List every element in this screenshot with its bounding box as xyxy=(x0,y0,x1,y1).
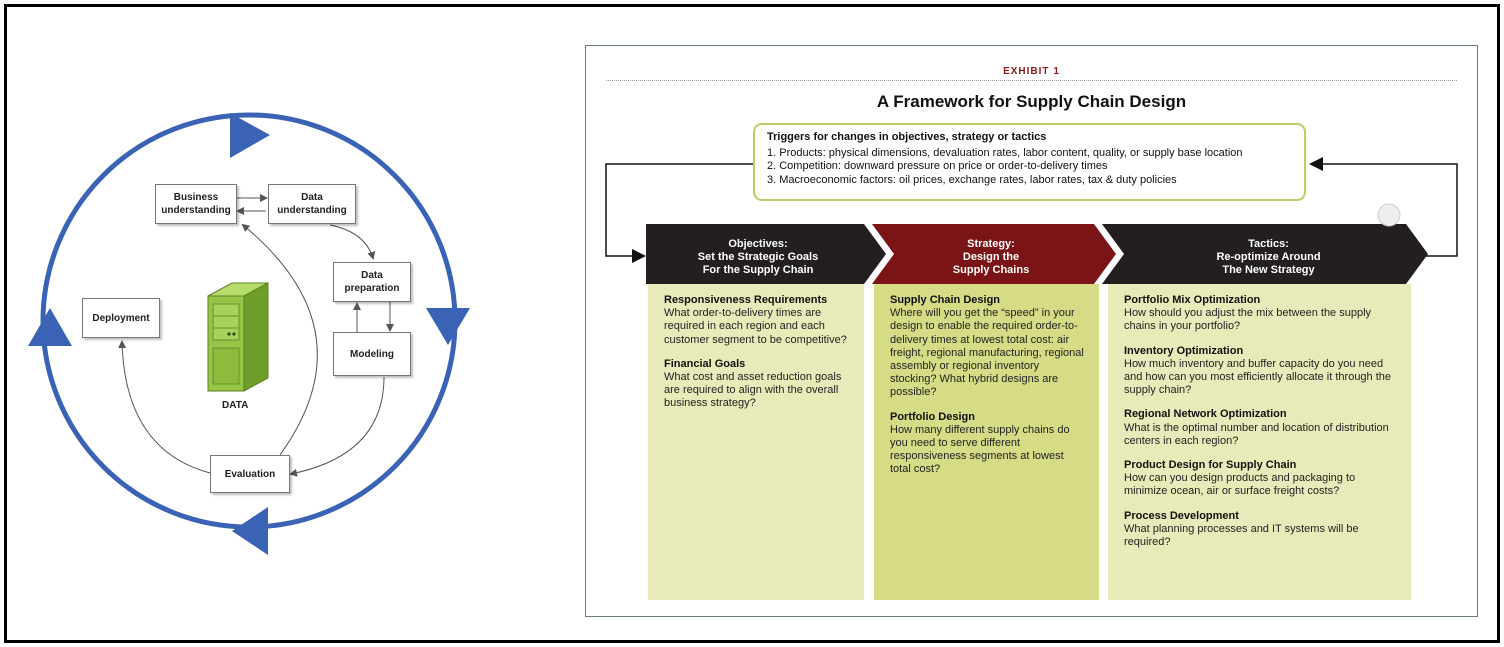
cycle-arrow-left xyxy=(28,308,72,346)
item-title: Portfolio Mix Optimization xyxy=(1124,294,1261,306)
crisp-dm-cycle-graphic xyxy=(28,112,470,555)
trigger-item: 2. Competition: downward pressure on pri… xyxy=(767,160,1108,172)
exhibit-divider xyxy=(606,80,1457,81)
tactics-header-line: The New Strategy xyxy=(1222,263,1315,276)
item-title: Responsiveness Requirements xyxy=(664,294,828,306)
column-item: Supply Chain Design Where will you get t… xyxy=(890,294,1087,400)
feedback-line-left xyxy=(605,163,753,257)
decorative-pearl xyxy=(1377,203,1401,227)
column-item: Portfolio Mix Optimization How should yo… xyxy=(1124,294,1399,334)
item-text: Where will you get the “speed” in your d… xyxy=(890,307,1084,399)
band-separator-2b xyxy=(1099,253,1123,285)
framework-graphic xyxy=(605,157,1458,285)
strategy-header-line: Supply Chains xyxy=(952,263,1030,276)
cycle-arrow-bottom xyxy=(232,507,268,555)
feedback-line-right xyxy=(1321,163,1458,257)
feedback-arrow-left xyxy=(632,249,646,263)
trigger-item: 3. Macroeconomic factors: oil prices, ex… xyxy=(767,173,1177,186)
band-separator-1b xyxy=(869,253,893,285)
item-text: What planning processes and IT systems w… xyxy=(1124,522,1359,549)
objectives-header-line: Objectives: xyxy=(728,237,788,250)
arrow-du-to-prep xyxy=(329,224,376,260)
objectives-band xyxy=(646,224,886,284)
objectives-column: Responsiveness Requirements What order-t… xyxy=(648,284,864,600)
column-item: Portfolio Design How many different supp… xyxy=(890,411,1087,477)
tactics-header: Tactics: Re-optimize Around The New Stra… xyxy=(1121,232,1416,282)
phase-data-understanding: Data understanding xyxy=(268,184,356,224)
exhibit-title: A Framework for Supply Chain Design xyxy=(876,92,1187,111)
cycle-arrow-right xyxy=(426,308,470,345)
arrow-evaluation-to-bu xyxy=(241,223,318,456)
item-title: Portfolio Design xyxy=(890,410,975,423)
item-title: Financial Goals xyxy=(664,357,746,370)
column-item: Product Design for Supply Chain How can … xyxy=(1124,459,1399,499)
phase-business-understanding: Business understanding xyxy=(155,184,237,224)
column-item: Process Development What planning proces… xyxy=(1124,510,1399,550)
arrow-evaluation-to-deployment xyxy=(118,340,211,474)
tactics-column: Portfolio Mix Optimization How should yo… xyxy=(1108,284,1411,600)
tactics-band xyxy=(1102,224,1428,284)
data-center-label: DATA xyxy=(222,400,249,411)
objectives-header: Objectives: Set the Strategic Goals For … xyxy=(648,232,868,282)
item-text: How can you design products and packagin… xyxy=(1124,472,1356,498)
trigger-item: 1. Products: physical dimensions, devalu… xyxy=(767,146,1243,159)
triggers-heading: Triggers for changes in objectives, stra… xyxy=(767,131,1047,143)
exhibit-panel: EXHIBIT 1 A Framework for Supply Chain D… xyxy=(585,45,1478,617)
objectives-header-line: Set the Strategic Goals xyxy=(697,250,819,263)
crisp-dm-diagram: Business understanding Data understandin… xyxy=(0,0,560,647)
strategy-header-line: Design the xyxy=(962,250,1020,263)
item-title: Inventory Optimization xyxy=(1124,344,1244,357)
item-text: What cost and asset reduction goals are … xyxy=(664,371,842,410)
strategy-column: Supply Chain Design Where will you get t… xyxy=(874,284,1099,600)
exhibit-label: EXHIBIT 1 xyxy=(1003,66,1060,77)
item-text: What order-to-delivery times are require… xyxy=(664,307,847,346)
item-title: Product Design for Supply Chain xyxy=(1124,459,1297,472)
item-text: How many different supply chains do you … xyxy=(890,423,1070,476)
tactics-header-line: Tactics: xyxy=(1248,237,1289,250)
strategy-band xyxy=(872,224,1116,284)
triggers-box: Triggers for changes in objectives, stra… xyxy=(753,123,1306,201)
cycle-arrow-top xyxy=(230,113,270,158)
item-text: How much inventory and buffer capacity d… xyxy=(1124,357,1392,397)
column-item: Financial Goals What cost and asset redu… xyxy=(664,358,852,411)
item-title: Supply Chain Design xyxy=(890,294,1001,306)
item-title: Regional Network Optimization xyxy=(1124,408,1287,421)
band-separator-2 xyxy=(1099,223,1123,255)
tactics-header-line: Re-optimize Around xyxy=(1216,250,1321,263)
phase-data-preparation: Data preparation xyxy=(333,262,411,302)
strategy-header-line: Strategy: xyxy=(967,237,1015,250)
arrow-modeling-to-evaluation xyxy=(289,376,385,477)
feedback-arrow-right xyxy=(1309,157,1323,171)
strategy-header: Strategy: Design the Supply Chains xyxy=(886,232,1096,282)
phase-evaluation: Evaluation xyxy=(210,455,290,493)
phase-deployment: Deployment xyxy=(82,298,160,338)
column-item: Responsiveness Requirements What order-t… xyxy=(664,294,852,347)
phase-modeling: Modeling xyxy=(333,332,411,376)
item-title: Process Development xyxy=(1124,509,1239,522)
data-server-icon xyxy=(207,282,269,392)
item-text: What is the optimal number and location … xyxy=(1124,421,1389,447)
objectives-header-line: For the Supply Chain xyxy=(702,263,814,276)
band-separator-1 xyxy=(869,223,893,255)
item-text: How should you adjust the mix between th… xyxy=(1124,307,1372,333)
column-item: Inventory Optimization How much inventor… xyxy=(1124,345,1399,398)
column-item: Regional Network Optimization What is th… xyxy=(1124,408,1399,448)
